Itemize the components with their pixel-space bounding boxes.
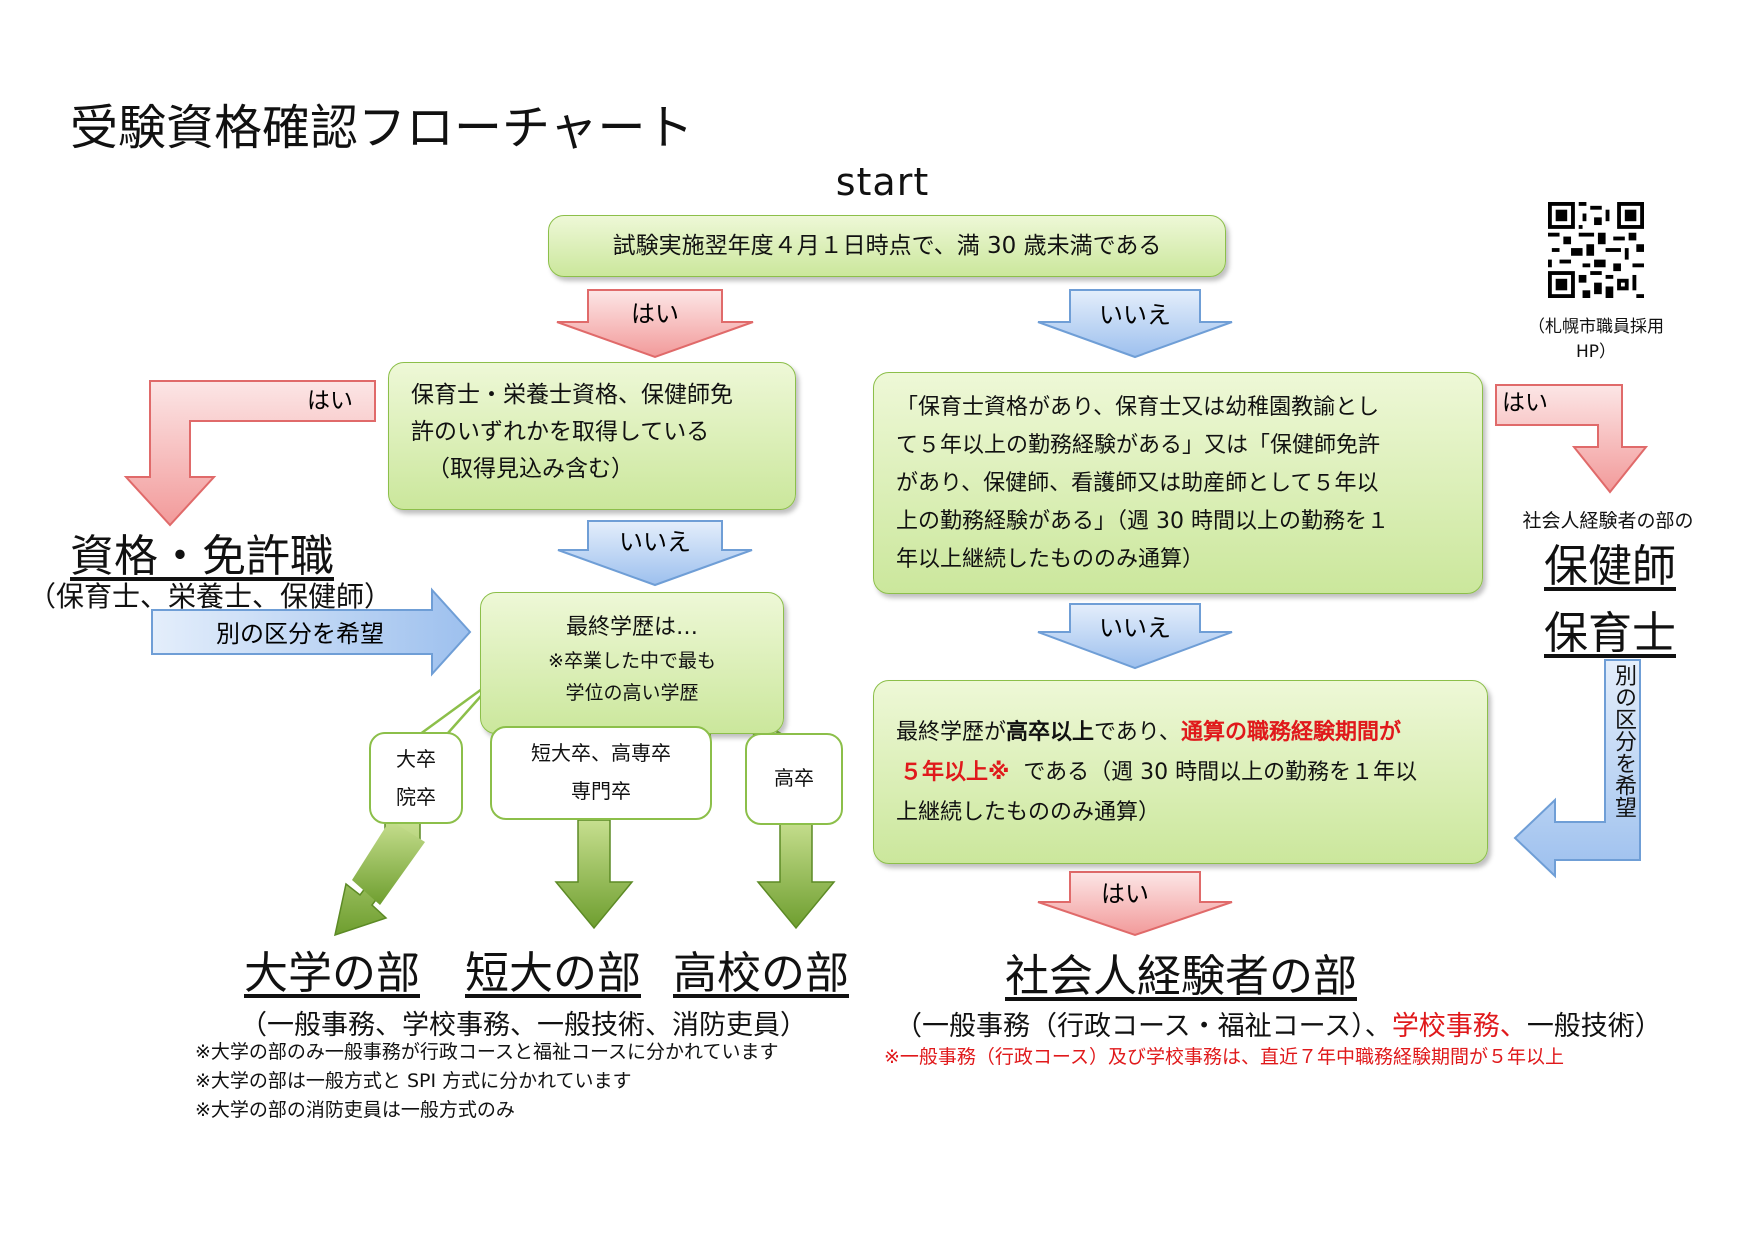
q1-box: 試験実施翌年度４月１日時点で、満 30 歳未満である xyxy=(548,215,1226,277)
q5-d: 通算の職務経験期間が xyxy=(1180,720,1401,745)
q5-box: 最終学歴が高卒以上であり、通算の職務経験期間が ５年以上※ である（週 30 時… xyxy=(873,680,1488,864)
qr-caption: （札幌市職員採用 HP） xyxy=(1528,317,1664,362)
edu-junior-1: 専門卒 xyxy=(571,779,631,803)
q4-yes-arrow xyxy=(1495,384,1649,494)
experienced-sub-b: 学校事務、 xyxy=(1391,1011,1527,1042)
experienced-sub-a: （一般事務（行政コース・福祉コース）、 xyxy=(895,1011,1392,1042)
q1-yes-label: はい xyxy=(631,300,679,328)
q5-yes-label: はい xyxy=(1101,880,1149,908)
division-sub: （一般事務、学校事務、一般技術、消防吏員） xyxy=(240,1010,807,1041)
q1-no-arrow xyxy=(1037,289,1233,359)
q5-e: ５年以上※ xyxy=(900,760,1010,785)
experienced-note: ※一般事務（行政コース）及び学校事務は、直近７年中職務経験期間が５年以上 xyxy=(884,1046,1564,1068)
q4-yes-label: はい xyxy=(1502,390,1548,416)
q1-yes-arrow xyxy=(556,289,754,359)
license-other-label: 別の区分を希望 xyxy=(216,620,384,648)
q2-line3: （取得見込み含む） xyxy=(427,456,634,482)
q2-no-arrow xyxy=(557,520,753,587)
junior-arrow xyxy=(554,819,634,930)
univ-arrow-shaft xyxy=(352,820,425,905)
q4-box: 「保育士資格があり、保育士又は幼稚園教諭とし て５年以上の勤務経験がある」又は「… xyxy=(873,372,1483,594)
q4-no-arrow xyxy=(1037,603,1233,670)
edu-high-0: 高卒 xyxy=(774,766,814,790)
q5-a: 最終学歴が xyxy=(896,720,1007,745)
edu-bubble-junior: 短大卒、高専卒 専門卒 xyxy=(490,726,712,820)
q4-line-4: 年以上継続したもののみ通算） xyxy=(896,547,1205,572)
q2-yes-label: はい xyxy=(307,388,353,414)
page-title: 受験資格確認フローチャート xyxy=(70,100,694,156)
division-notes: ※大学の部のみ一般事務が行政コースと福祉コースに分かれています ※大学の部は一般… xyxy=(195,1038,778,1125)
q5-yes-arrow xyxy=(1037,871,1233,937)
exp-other-label: 別の区分を希望 xyxy=(1611,664,1636,818)
q3-line1: 最終学歴は… xyxy=(565,615,698,640)
q3-box: 最終学歴は… ※卒業した中で最も 学位の高い学歴 xyxy=(480,592,784,734)
start-label: start xyxy=(835,160,930,204)
q5-g: 上継続したもののみ通算） xyxy=(896,800,1161,825)
division-note-1: ※大学の部は一般方式と SPI 方式に分かれています xyxy=(195,1070,632,1092)
q2-box: 保育士・栄養士資格、保健師免 許のいずれかを取得している （取得見込み含む） xyxy=(388,362,796,510)
division-note-2: ※大学の部の消防吏員は一般方式のみ xyxy=(195,1099,515,1121)
edu-univ-0: 大卒 xyxy=(396,747,436,771)
qr-code xyxy=(1548,202,1644,298)
division-note-0: ※大学の部のみ一般事務が行政コースと福祉コースに分かれています xyxy=(195,1041,779,1063)
q5-b: 高卒以上 xyxy=(1006,720,1095,745)
division-junior: 短大の部 xyxy=(465,948,641,999)
experienced-title: 社会人経験者の部 xyxy=(1005,951,1357,1002)
edu-bubble-univ: 大卒 院卒 xyxy=(369,732,463,824)
experienced-sub: （一般事務（行政コース・福祉コース）、学校事務、一般技術） xyxy=(895,1004,1662,1043)
q5-line1: 最終学歴が高卒以上であり、通算の職務経験期間が xyxy=(896,713,1487,753)
q4-line-2: があり、保健師、看護師又は助産師として５年以 xyxy=(896,471,1379,496)
license-sub: （保育士、栄養士、保健師） xyxy=(28,580,393,613)
high-arrow xyxy=(756,819,836,930)
q5-c: であり、 xyxy=(1094,720,1181,745)
edu-univ-1: 院卒 xyxy=(396,785,436,809)
q2-no-label: いいえ xyxy=(619,528,691,556)
exp-title-line1: 保健師 xyxy=(1544,541,1676,592)
q5-line2: ５年以上※ である（週 30 時間以上の勤務を１年以 xyxy=(896,753,1487,793)
exp-title-pre: 社会人経験者の部の xyxy=(1522,510,1694,532)
q3-line2: ※卒業した中で最も xyxy=(548,650,716,672)
experienced-sub-c: 一般技術） xyxy=(1526,1011,1662,1042)
edu-junior-0: 短大卒、高専卒 xyxy=(531,741,671,765)
q4-no-label: いいえ xyxy=(1099,614,1171,642)
edu-bubble-high: 高卒 xyxy=(745,733,843,825)
division-univ: 大学の部 xyxy=(244,948,420,999)
q2-yes-arrow xyxy=(123,380,376,527)
q2-line2: 許のいずれかを取得している xyxy=(411,419,710,445)
license-title: 資格・免許職 xyxy=(70,531,334,582)
exp-other-arrow xyxy=(1513,659,1641,879)
division-high: 高校の部 xyxy=(673,948,849,999)
q4-line-0: 「保育士資格があり、保育士又は幼稚園教諭とし xyxy=(896,395,1380,420)
q1-text: 試験実施翌年度４月１日時点で、満 30 歳未満である xyxy=(612,233,1162,259)
q5-f: である（週 30 時間以上の勤務を１年以 xyxy=(1023,760,1418,785)
q1-no-label: いいえ xyxy=(1099,301,1171,329)
license-other-arrow xyxy=(151,587,472,677)
q4-line-1: て５年以上の勤務経験がある」又は「保健師免許 xyxy=(896,433,1381,458)
q2-line1: 保育士・栄養士資格、保健師免 xyxy=(411,382,733,408)
q3-line3: 学位の高い学歴 xyxy=(565,682,699,704)
exp-title-line2: 保育士 xyxy=(1544,608,1676,659)
q4-line-3: 上の勤務経験がある」（週 30 時間以上の勤務を１ xyxy=(896,509,1389,534)
